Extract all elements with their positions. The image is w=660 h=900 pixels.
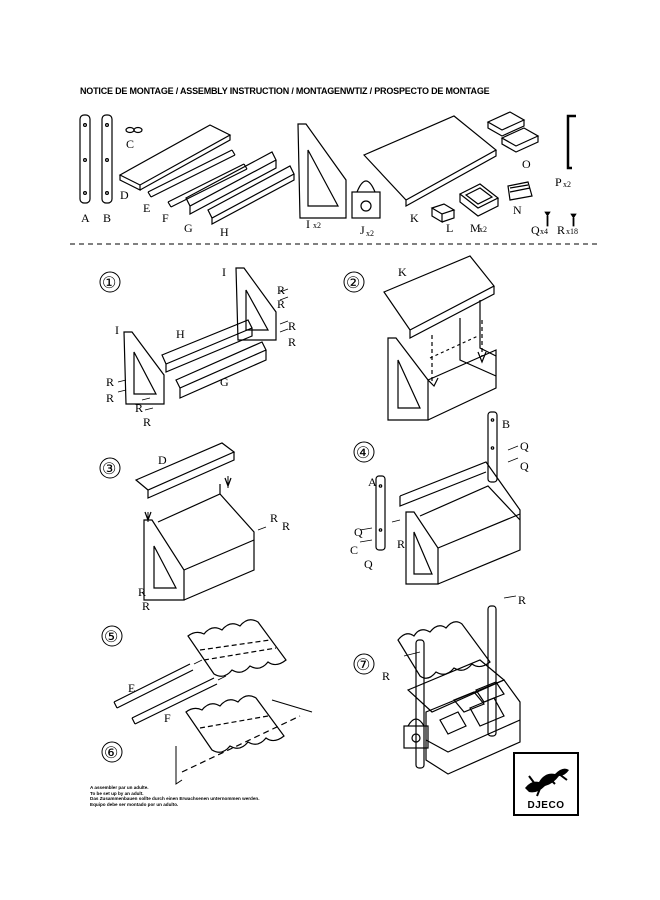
step-6-diagram — [175, 695, 313, 785]
part-a-post — [79, 114, 91, 204]
step-3-label-r3: R — [138, 585, 146, 599]
step-4-diagram — [359, 411, 521, 585]
step-4-label-c: C — [350, 543, 358, 557]
part-label-m: M — [470, 221, 481, 235]
part-label-e: E — [143, 201, 150, 215]
step-3-label-d: D — [158, 453, 167, 467]
brand-logo: DJECO — [513, 752, 579, 816]
part-o-steps — [486, 111, 540, 153]
part-qty-m: x2 — [479, 225, 487, 234]
part-label-d: D — [120, 188, 129, 202]
part-h-board — [207, 165, 295, 226]
part-label-j: J — [360, 223, 365, 237]
step-6-number: ⑥ — [104, 745, 118, 762]
step-4-label-q4: Q — [364, 557, 373, 571]
part-e-rod — [147, 149, 236, 198]
part-i-side — [297, 123, 347, 219]
part-g-board — [185, 151, 277, 216]
step-4-label-r: R — [397, 537, 405, 551]
part-label-q: Q — [531, 223, 540, 237]
part-b-post — [101, 114, 113, 204]
parts-list — [79, 111, 577, 227]
step-2-number: ② — [346, 275, 360, 292]
step-4-label-q1: Q — [520, 439, 529, 453]
part-label-i: I — [306, 217, 310, 231]
step-2-label-k: K — [398, 265, 407, 279]
part-qty-i: x2 — [313, 221, 321, 230]
part-c-connector — [125, 126, 143, 134]
step-1-label-i-right: I — [222, 265, 226, 279]
step-4-number: ④ — [356, 445, 370, 462]
step-5-label-f: F — [164, 711, 171, 725]
part-label-k: K — [410, 211, 419, 225]
step-2-diagram — [383, 255, 497, 421]
part-label-p: P — [555, 175, 562, 189]
step-1-label-r1: R — [277, 283, 285, 297]
gecko-icon — [525, 768, 569, 797]
adult-assembly-notes: A assembler par un adulte. To be set up … — [90, 785, 260, 807]
step-7-number: ⑦ — [356, 657, 370, 674]
step-1-label-g: G — [220, 375, 229, 389]
brand-name: DJECO — [527, 800, 565, 811]
step-1-diagram — [117, 267, 289, 411]
part-label-g: G — [184, 221, 193, 235]
step-3-label-r1: R — [270, 511, 278, 525]
part-m-bin — [458, 183, 500, 217]
note-fr: A assembler par un adulte. — [90, 785, 149, 790]
step-3-number: ③ — [102, 461, 116, 478]
part-j-sign — [351, 180, 381, 219]
part-label-h: H — [220, 225, 229, 239]
step-1-label-r4: R — [288, 335, 296, 349]
part-n-tray — [507, 181, 533, 201]
part-f-rod — [167, 163, 248, 208]
part-qty-r: x18 — [566, 227, 578, 236]
step-1-label-r8: R — [143, 415, 151, 429]
part-d-shelf — [118, 124, 232, 191]
note-es: Equipo debe ser montado por un adulto. — [90, 801, 179, 807]
step-1-label-r6: R — [106, 391, 114, 405]
part-label-n: N — [513, 203, 522, 217]
step-4-label-b: B — [502, 417, 510, 431]
step-3-label-r2: R — [282, 519, 290, 533]
note-de: Das Zusammenbauen sollte durch einen Erw… — [90, 796, 260, 802]
part-label-o: O — [522, 157, 531, 171]
step-1-label-r5: R — [106, 375, 114, 389]
part-qty-j: x2 — [366, 229, 374, 238]
step-4-label-a: A — [368, 475, 377, 489]
step-7-diagram — [397, 595, 521, 775]
step-5-label-e: E — [128, 681, 135, 695]
part-l-box — [430, 203, 456, 224]
step-number-circles — [99, 271, 375, 763]
page-title: NOTICE DE MONTAGE / ASSEMBLY INSTRUCTION… — [80, 86, 490, 96]
part-p-hook — [566, 114, 576, 170]
part-label-f: F — [162, 211, 169, 225]
step-3-label-r4: R — [142, 599, 150, 613]
step-1-label-r2: R — [277, 297, 285, 311]
part-q-screw — [544, 211, 551, 227]
part-label-r: R — [557, 223, 565, 237]
step-1-label-i-left: I — [115, 323, 119, 337]
step-1-label-r3: R — [288, 319, 296, 333]
step-1-label-r7: R — [135, 401, 143, 415]
step-3-diagram — [134, 442, 267, 601]
part-label-l: L — [446, 221, 453, 235]
part-r-screw — [570, 213, 577, 227]
part-qty-p: x2 — [563, 180, 571, 189]
note-en: To be set up by an adult. — [90, 790, 144, 796]
part-label-c: C — [126, 137, 134, 151]
part-k-roof — [362, 115, 498, 208]
step-7-label-r2: R — [382, 669, 390, 683]
part-label-a: A — [81, 211, 90, 225]
step-5-diagram — [113, 619, 287, 725]
part-label-b: B — [103, 211, 111, 225]
step-1-label-h: H — [176, 327, 185, 341]
step-4-label-q2: Q — [520, 459, 529, 473]
step-1-number: ① — [102, 275, 116, 292]
step-4-label-q3: Q — [354, 525, 363, 539]
step-7-label-r1: R — [518, 593, 526, 607]
step-5-number: ⑤ — [104, 629, 118, 646]
part-qty-q: x4 — [540, 227, 548, 236]
